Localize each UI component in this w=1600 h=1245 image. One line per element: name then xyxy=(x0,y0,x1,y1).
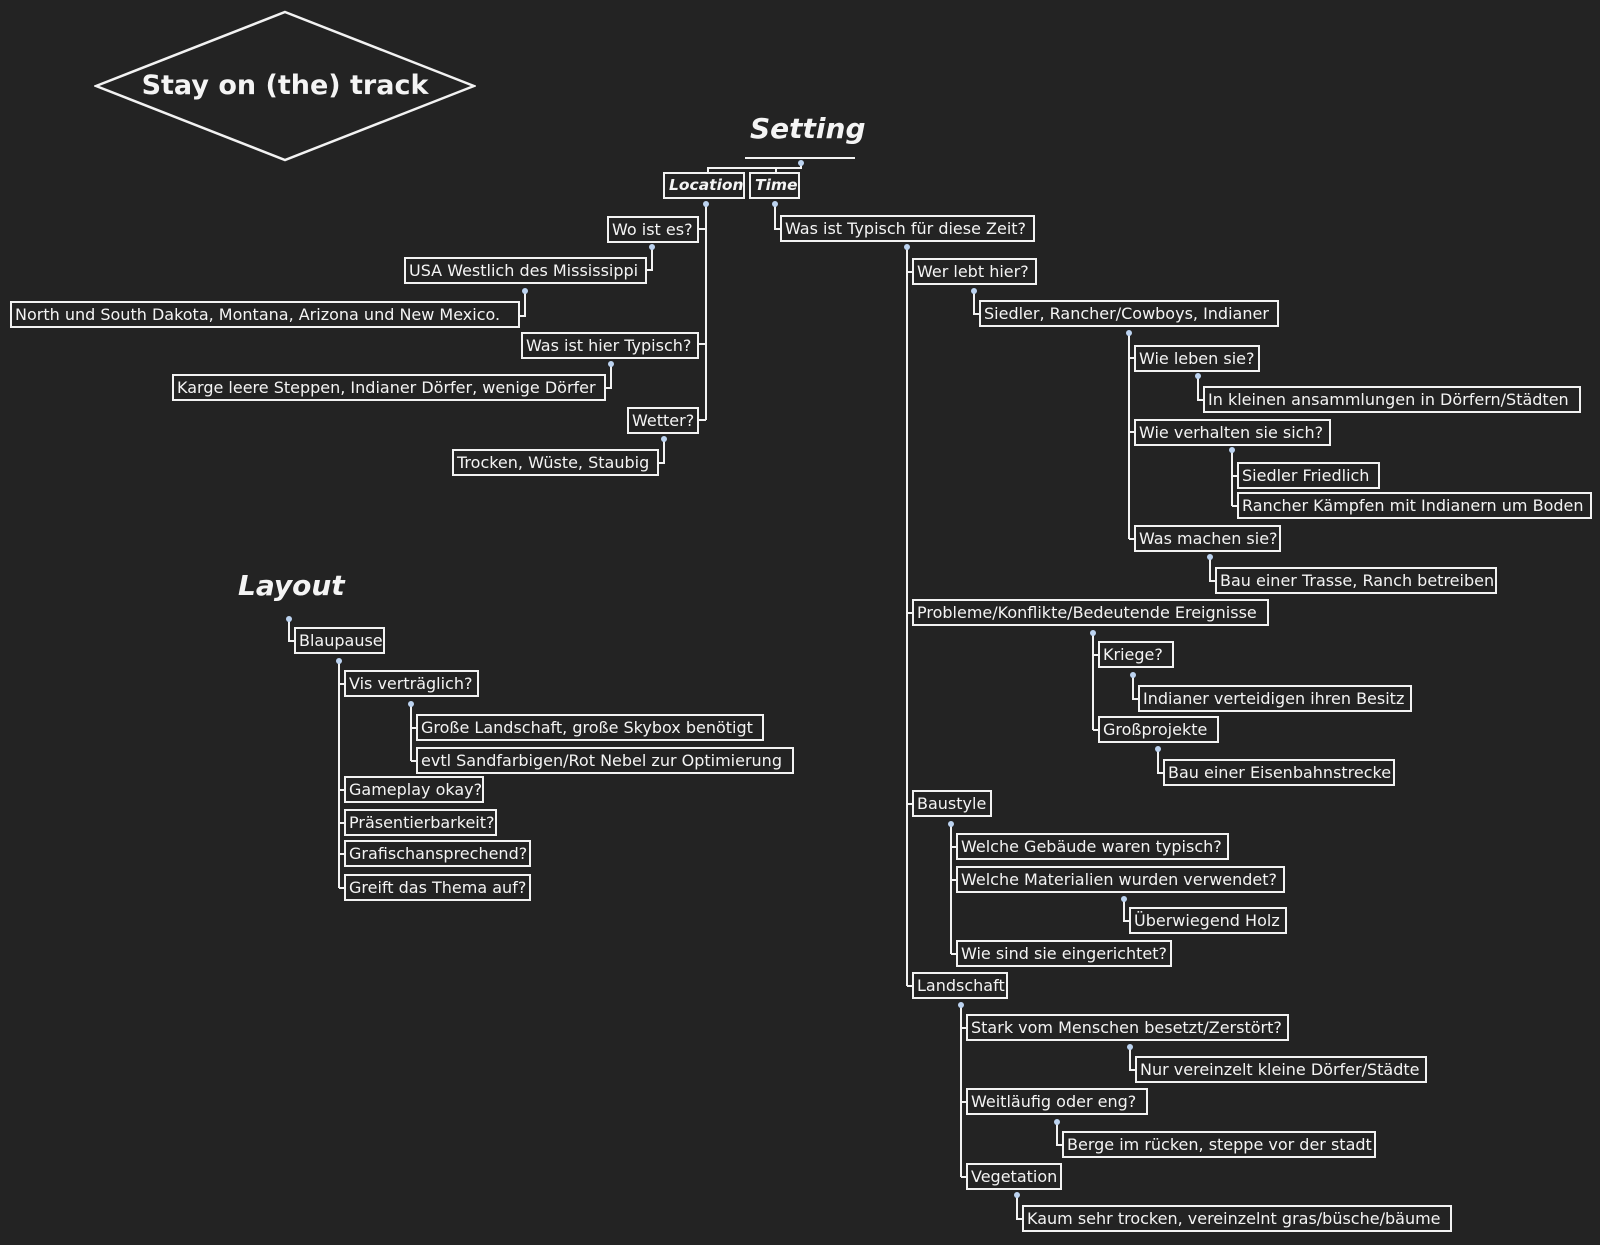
node-time[interactable]: Time xyxy=(749,172,800,199)
node-besetzt[interactable]: Stark vom Menschen besetzt/Zerstört? xyxy=(966,1014,1289,1041)
node-siedler-rancher[interactable]: Siedler, Rancher/Cowboys, Indianer xyxy=(979,300,1279,327)
node-wie-leben[interactable]: Wie leben sie? xyxy=(1134,345,1260,372)
node-trocken[interactable]: Trocken, Wüste, Staubig xyxy=(452,449,659,476)
node-location[interactable]: Location xyxy=(663,172,745,199)
title-diamond[interactable]: Stay on (the) track xyxy=(94,10,476,162)
node-materialien[interactable]: Welche Materialien wurden verwendet? xyxy=(956,866,1285,893)
node-vereinzelt[interactable]: Nur vereinzelt kleine Dörfer/Städte xyxy=(1135,1056,1427,1083)
node-grafisch[interactable]: Grafischansprechend? xyxy=(344,840,531,867)
node-blaupause[interactable]: Blaupause xyxy=(294,627,385,654)
setting-heading[interactable]: Setting xyxy=(750,112,866,145)
node-was-machen[interactable]: Was machen sie? xyxy=(1134,525,1281,552)
node-grossprojekte[interactable]: Großprojekte xyxy=(1098,716,1219,743)
node-ansammlungen[interactable]: In kleinen ansammlungen in Dörfern/Städt… xyxy=(1203,386,1581,413)
node-baustyle[interactable]: Baustyle xyxy=(912,790,992,817)
node-typisch-zeit[interactable]: Was ist Typisch für diese Zeit? xyxy=(780,215,1035,242)
node-besitz[interactable]: Indianer verteidigen ihren Besitz xyxy=(1138,685,1412,712)
node-steppen[interactable]: Karge leere Steppen, Indianer Dörfer, we… xyxy=(172,374,606,401)
node-holz[interactable]: Überwiegend Holz xyxy=(1129,907,1287,934)
setting-underline xyxy=(745,157,855,159)
node-wetter[interactable]: Wetter? xyxy=(627,407,699,434)
node-wer-lebt-hier[interactable]: Wer lebt hier? xyxy=(912,258,1037,285)
node-weitlaeufig[interactable]: Weitläufig oder eng? xyxy=(966,1088,1148,1115)
node-wo-ist-es[interactable]: Wo ist es? xyxy=(607,216,699,243)
map-title: Stay on (the) track xyxy=(141,70,429,101)
node-eisenbahn[interactable]: Bau einer Eisenbahnstrecke xyxy=(1163,759,1395,786)
node-usa-westlich[interactable]: USA Westlich des Mississippi xyxy=(404,257,647,284)
node-kriege[interactable]: Kriege? xyxy=(1098,641,1174,668)
node-gebaeude[interactable]: Welche Gebäude waren typisch? xyxy=(956,833,1229,860)
node-berge[interactable]: Berge im rücken, steppe vor der stadt xyxy=(1062,1131,1376,1158)
node-was-ist-hier-typisch[interactable]: Was ist hier Typisch? xyxy=(521,332,699,359)
node-vegetation[interactable]: Vegetation xyxy=(966,1163,1062,1190)
node-skybox[interactable]: Große Landschaft, große Skybox benötigt xyxy=(416,714,764,741)
node-praesentierbarkeit[interactable]: Präsentierbarkeit? xyxy=(344,809,497,836)
node-gameplay[interactable]: Gameplay okay? xyxy=(344,776,484,803)
node-eingerichtet[interactable]: Wie sind sie eingerichtet? xyxy=(956,940,1172,967)
layout-heading[interactable]: Layout xyxy=(238,569,345,602)
node-kaum[interactable]: Kaum sehr trocken, vereinzelnt gras/büsc… xyxy=(1022,1205,1452,1232)
node-thema[interactable]: Greift das Thema auf? xyxy=(344,874,531,901)
node-probleme[interactable]: Probleme/Konflikte/Bedeutende Ereignisse xyxy=(912,599,1269,626)
node-vis-vertraeglich[interactable]: Vis verträglich? xyxy=(344,670,479,697)
node-siedler-friedlich[interactable]: Siedler Friedlich xyxy=(1237,462,1380,489)
node-nebel[interactable]: evtl Sandfarbigen/Rot Nebel zur Optimier… xyxy=(416,747,794,774)
node-trasse[interactable]: Bau einer Trasse, Ranch betreiben xyxy=(1215,567,1497,594)
node-landschaft[interactable]: Landschaft xyxy=(912,972,1008,999)
node-states[interactable]: North und South Dakota, Montana, Arizona… xyxy=(10,301,520,328)
node-wie-verhalten[interactable]: Wie verhalten sie sich? xyxy=(1134,419,1331,446)
node-rancher-kaempfen[interactable]: Rancher Kämpfen mit Indianern um Boden xyxy=(1237,492,1592,519)
diamond-shape xyxy=(94,10,476,162)
